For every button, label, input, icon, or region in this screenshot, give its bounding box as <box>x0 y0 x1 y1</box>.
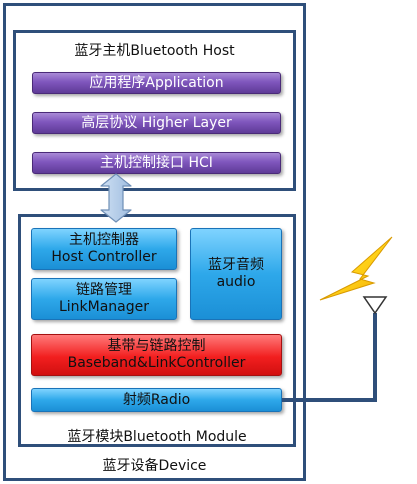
link-manager-line2: LinkManager <box>58 299 150 315</box>
antenna-icon <box>362 296 388 315</box>
audio-line2: audio <box>216 274 256 290</box>
lightning-icon <box>319 236 393 301</box>
antenna-cable <box>282 313 377 402</box>
layer-higher-layer: 高层协议 Higher Layer <box>32 112 281 134</box>
host-controller-box: 主机控制器 Host Controller <box>31 228 177 270</box>
host-title: 蓝牙主机Bluetooth Host <box>74 43 235 59</box>
radio-box: 射频Radio <box>31 388 282 412</box>
hci-double-arrow <box>100 173 132 223</box>
baseband-box: 基带与链路控制 Baseband&LinkController <box>31 334 282 376</box>
layer-hci: 主机控制接口 HCI <box>32 152 281 174</box>
layer-application: 应用程序Application <box>32 72 281 94</box>
link-manager-line1: 链路管理 <box>76 282 132 298</box>
device-label: 蓝牙设备Device <box>102 458 207 474</box>
link-manager-box: 链路管理 LinkManager <box>31 278 177 320</box>
audio-line1: 蓝牙音频 <box>208 257 264 273</box>
host-controller-line2: Host Controller <box>51 249 157 265</box>
host-controller-line1: 主机控制器 <box>69 232 139 248</box>
baseband-line2: Baseband&LinkController <box>67 355 246 371</box>
baseband-line1: 基带与链路控制 <box>107 338 206 354</box>
audio-box: 蓝牙音频 audio <box>190 228 282 320</box>
module-title: 蓝牙模块Bluetooth Module <box>67 429 247 445</box>
